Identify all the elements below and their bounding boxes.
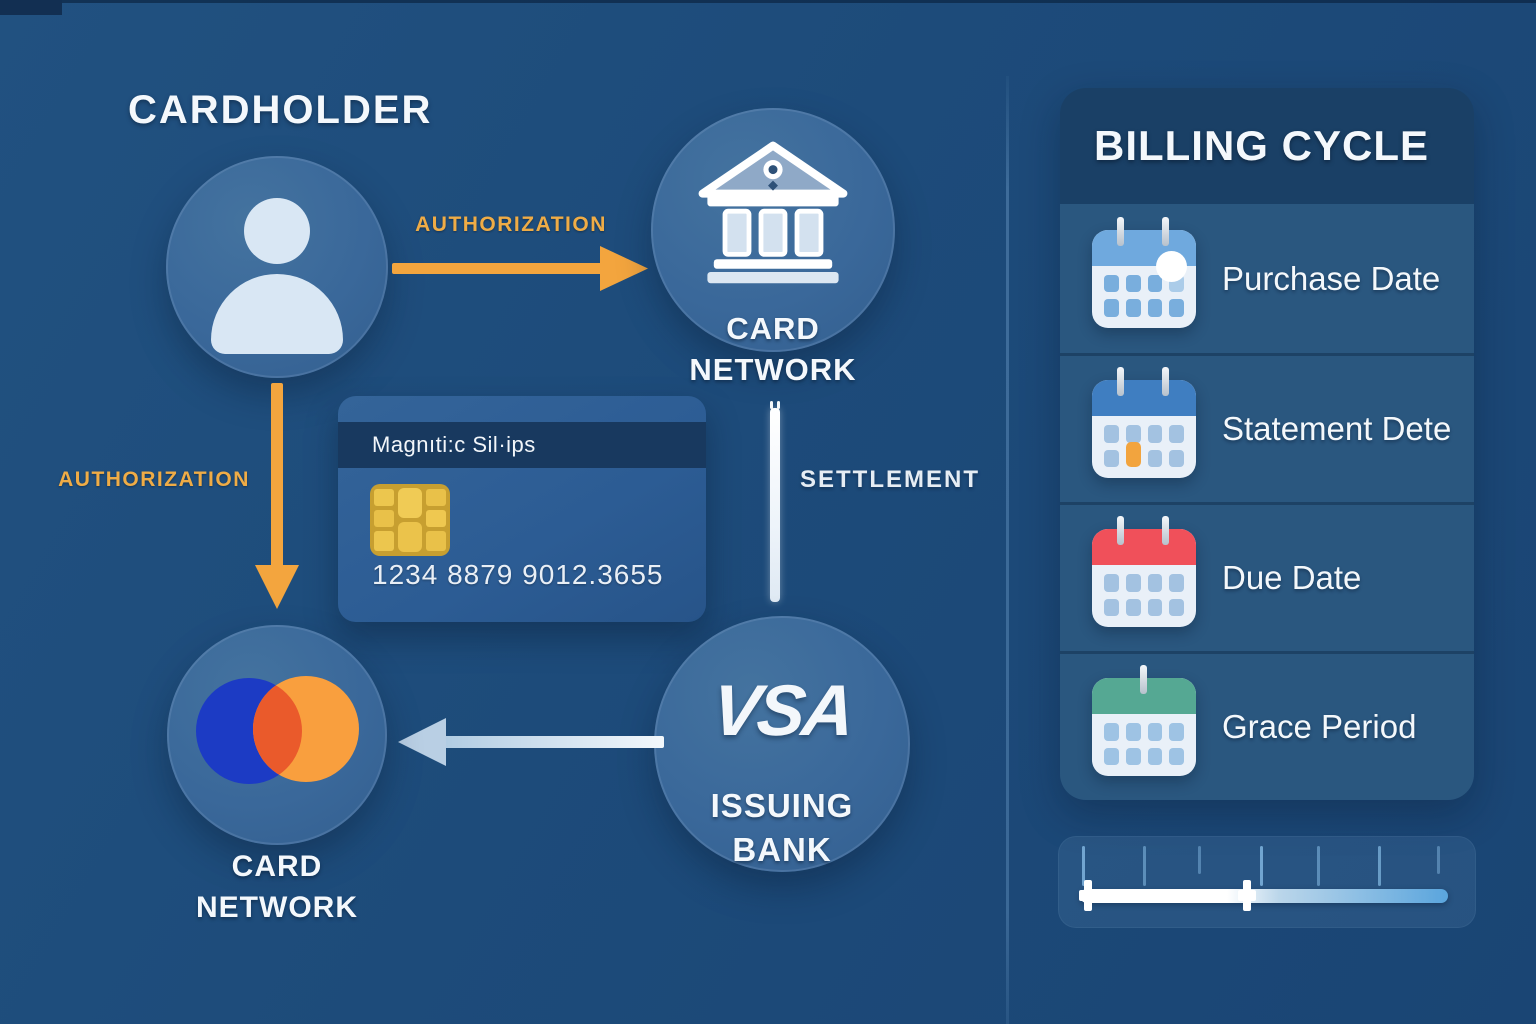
billing-cycle-panel: BILLING CYCLE Purchase Date: [1060, 88, 1474, 800]
timeline-tick: [1317, 846, 1320, 886]
issuing-bank-node: VSA ISSUING BANK: [654, 616, 910, 872]
corner-dark-block: [0, 0, 62, 15]
billing-row-purchase-date: Purchase Date: [1060, 204, 1474, 353]
settlement-label: SETTLEMENT: [800, 466, 980, 493]
authorization-left-label: AUTHORIZATION: [58, 468, 250, 491]
issuing-bank-label: ISSUING BANK: [710, 787, 854, 868]
authorization-top-label: AUTHORIZATION: [415, 213, 607, 236]
card-network-bottom-node: [167, 625, 387, 845]
credit-card: Magnıti:c Sil·ips 1234 8879 9012.3655: [338, 396, 706, 622]
timeline-marker-mid: [1238, 880, 1256, 911]
section-divider: [1006, 76, 1009, 1024]
calendar-purchase-icon: [1092, 216, 1196, 328]
billing-row-label: Purchase Date: [1222, 259, 1441, 297]
calendar-statement-icon: [1092, 367, 1196, 478]
billing-timeline: [1058, 836, 1476, 928]
timeline-bar: [1080, 889, 1448, 903]
top-edge-strip: [0, 0, 1536, 3]
calendar-due-icon: [1092, 516, 1196, 627]
cardholder-title: CARDHOLDER: [128, 88, 433, 132]
settlement-line: [770, 401, 780, 602]
timeline-tick: [1082, 846, 1085, 886]
payment-arrow-left-icon: [398, 718, 664, 766]
card-network-top-label: CARD NETWORK: [689, 311, 857, 387]
bank-icon: [698, 141, 848, 284]
billing-row-statement-date: Statement Dete: [1060, 353, 1474, 502]
card-network-top-node: [651, 108, 895, 352]
cardholder-node: [166, 156, 388, 378]
calendar-grace-icon: [1092, 665, 1196, 776]
timeline-tick: [1143, 846, 1146, 886]
calendar-highlight-cell: [1125, 441, 1141, 467]
mastercard-icon: [196, 676, 359, 784]
billing-row-due-date: Due Date: [1060, 502, 1474, 651]
visa-logo: VSA: [708, 671, 856, 751]
card-stripe-label: Magnıti:c Sil·ips: [372, 432, 536, 457]
billing-row-grace-period: Grace Period: [1060, 651, 1474, 800]
authorization-arrow-right-icon: [392, 246, 648, 291]
timeline-tick: [1378, 846, 1381, 886]
billing-row-label: Due Date: [1222, 559, 1362, 596]
calendar-highlight-dot: [1156, 250, 1187, 282]
billing-panel-header: BILLING CYCLE: [1060, 88, 1474, 204]
card-chip-icon: [370, 484, 450, 556]
timeline-tick: [1437, 846, 1440, 874]
billing-title: BILLING CYCLE: [1094, 122, 1429, 169]
billing-row-label: Statement Dete: [1222, 410, 1452, 447]
timeline-marker-start: [1079, 880, 1097, 911]
card-number: 1234 8879 9012.3655: [372, 559, 664, 590]
timeline-tick: [1260, 846, 1263, 886]
card-magnetic-stripe: Magnıti:c Sil·ips: [338, 422, 706, 468]
card-network-bottom-label: CARD NETWORK: [196, 850, 358, 924]
authorization-arrow-down-icon: [255, 383, 299, 609]
billing-row-label: Grace Period: [1222, 708, 1417, 745]
timeline-tick: [1198, 846, 1201, 874]
